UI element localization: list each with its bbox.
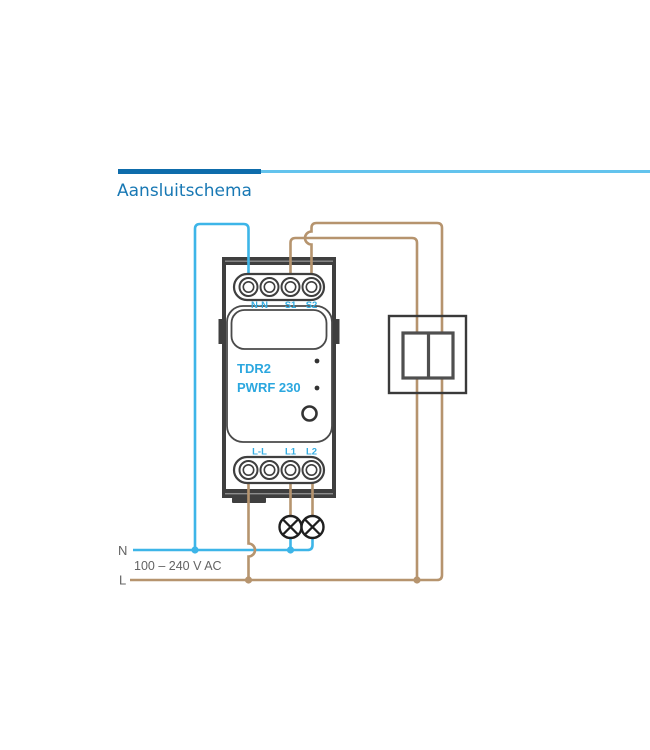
terminal-n2-inner [263,280,276,293]
switch-wire-s1 [289,236,419,580]
lamp-icon-1 [278,514,303,540]
terminal-s1-inner [284,280,297,293]
top-terminal-label-nn: N-N [251,300,268,311]
junction-dot-line-switch [413,576,421,584]
top-terminal-label-s2: S2 [306,300,318,311]
bottom-terminal-label-l2: L2 [306,447,317,458]
neutral-supply-line [133,537,314,552]
label-window [230,309,328,350]
junction-dot-neutral-left [191,546,199,554]
terminal-l2nd-inner [263,463,276,476]
program-button [301,405,318,422]
device-model-line2: PWRF 230 [237,380,301,395]
module-face: TDR2 PWRF 230 [226,305,333,443]
device-model-line1: TDR2 [237,361,271,376]
header-rule-dark [118,169,261,174]
page-title: Aansluitschema [117,181,252,201]
bottom-terminal-label-l1: L1 [285,447,297,458]
neutral-wire-riser [193,222,250,550]
header-rule-light [118,170,650,173]
junction-dot-neutral-lamp [286,546,295,554]
module-top-band-stripe [225,260,333,262]
terminal-l-inner [242,463,255,476]
terminal-l2-out-inner [305,463,318,476]
voltage-label: 100 – 240 V AC [134,559,222,573]
switch-frame [387,314,468,395]
terminal-l1-out-inner [284,463,297,476]
led-indicator-2 [314,385,320,391]
led-indicator-1 [314,358,320,364]
din-clip-right [335,319,340,344]
line-wire-stub [247,472,257,580]
line-label: L [119,573,126,588]
terminal-s2-inner [305,280,318,293]
din-clip-left [218,319,223,344]
bottom-terminal-label-ll: L-L [252,447,267,458]
module-bottom-band-stripe [225,493,333,495]
lamp-icon-2 [300,514,325,540]
terminal-n1-inner [242,280,255,293]
terminal-block-top [232,272,326,302]
terminal-block-bottom [232,455,326,485]
lamp1-cross-b [281,518,300,536]
switch-wire-s2-and-line [130,221,444,582]
neutral-label: N [118,543,127,558]
top-terminal-label-s1: S1 [285,300,297,311]
lamp2-cross-b [303,518,322,536]
junction-dot-line-left [244,576,253,584]
wall-switch-symbol [387,314,468,395]
